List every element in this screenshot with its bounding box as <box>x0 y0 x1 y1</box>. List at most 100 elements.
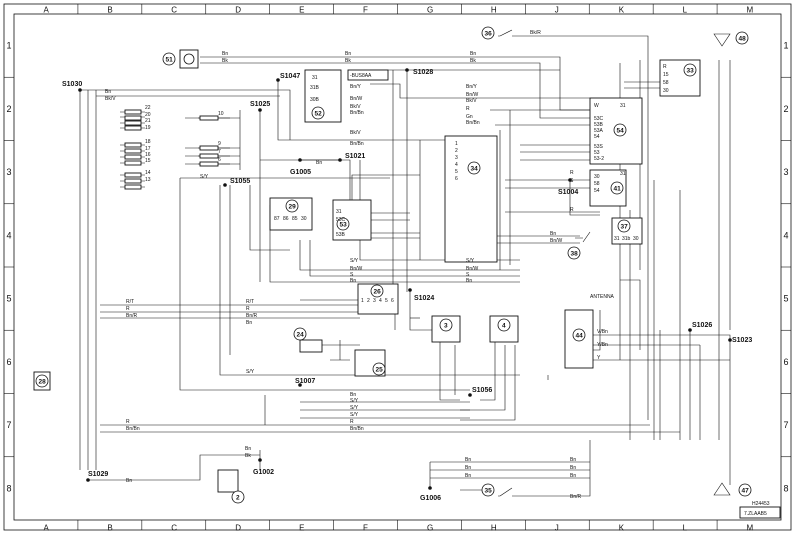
grid-letter: B <box>107 524 112 533</box>
wire-label: S/Y <box>246 369 255 375</box>
wire-label: Bn <box>550 231 556 237</box>
grid-number: 5 <box>784 294 789 304</box>
component-4: 4 <box>502 323 506 330</box>
pin-label: 18 <box>145 139 151 145</box>
wire-label: Bk <box>222 58 228 64</box>
pin-label: 31 <box>336 209 342 215</box>
reference-code-alt: 7.ZLAAB5 <box>744 511 767 517</box>
pin-label: 31 <box>312 75 318 81</box>
component-34: 34 <box>471 166 479 173</box>
pin-label: 30 <box>663 88 669 94</box>
wire-label: Bn/Bn <box>350 110 364 116</box>
grid-letter: K <box>619 524 625 533</box>
pin-label: 15 <box>145 158 151 164</box>
wire-label: Bk/R <box>530 30 541 36</box>
wire-label: Bn/Bn <box>466 120 480 126</box>
wire-label: Bn <box>316 160 322 166</box>
wire-label: Bn <box>465 457 471 463</box>
grid-letter: C <box>171 524 177 533</box>
grid-number: 7 <box>7 420 12 430</box>
wire-label: R <box>570 207 574 213</box>
component-26: 26 <box>374 289 382 296</box>
connector-s1007: S1007 <box>295 378 315 385</box>
grid-number: 5 <box>7 294 12 304</box>
pin-label: 87 <box>274 216 280 222</box>
component-33: 33 <box>687 68 695 75</box>
wire-label: Bn/R <box>570 494 582 500</box>
grid-letter: C <box>171 6 177 15</box>
pin-label: R <box>663 64 667 70</box>
wire-label: Bn/W <box>350 266 363 272</box>
wire-label: Y <box>597 355 601 361</box>
pin-label: 14 <box>145 170 151 176</box>
pin-label: 85 <box>292 216 298 222</box>
wire-label: Gn <box>466 114 473 120</box>
pin-label: 30 <box>301 216 307 222</box>
grid-letter: H <box>491 6 497 15</box>
component-48: 48 <box>739 36 747 43</box>
wire-label: S <box>466 272 470 278</box>
component-51: 51 <box>166 57 174 64</box>
pin-label: 31B <box>310 85 320 91</box>
grid-number: 7 <box>784 420 789 430</box>
wire-label: S/Y <box>350 412 359 418</box>
component-52: 52 <box>315 111 323 118</box>
wire-label: Bn/W <box>550 238 563 244</box>
wire-label: Bn <box>465 473 471 479</box>
pin-label: 3 <box>373 298 376 304</box>
wire-label: Bk/V <box>350 130 361 136</box>
component-25: 25 <box>376 367 384 374</box>
grid-number: 2 <box>784 104 789 114</box>
wire-label: R <box>126 306 130 312</box>
component-35: 35 <box>485 488 493 495</box>
wire-label: Bk/V <box>466 98 477 104</box>
connector-g1006: G1006 <box>420 495 441 502</box>
wire-label: Bk <box>345 58 351 64</box>
connector-labels: S1030 S1047 S1025 S1028 G1005 S1021 S105… <box>62 69 752 502</box>
wire-label: S/Y <box>350 258 359 264</box>
reference-block: H24453 7.ZLAAB5 <box>739 501 781 519</box>
pin-label: 58 <box>594 181 600 187</box>
grid-number: 8 <box>7 483 12 493</box>
component-2: 2 <box>236 495 240 502</box>
pin-label: 31b <box>622 236 631 242</box>
pin-label: 31 <box>620 103 626 109</box>
component-41: 41 <box>614 186 622 193</box>
wire-label: S/Y <box>466 258 475 264</box>
pin-label: 5 <box>455 169 458 175</box>
connector-g1005: G1005 <box>290 169 311 176</box>
grid-letter: M <box>747 6 754 15</box>
grid-number: 4 <box>7 230 12 240</box>
component-47: 47 <box>742 488 750 495</box>
grid-letter: B <box>107 6 112 15</box>
pin-label: 6 <box>391 298 394 304</box>
component-numbers: 51 36 48 33 52 54 34 41 29 53 37 38 26 2… <box>35 26 752 504</box>
wire-label: R <box>570 170 574 176</box>
connector-s1024: S1024 <box>414 295 434 302</box>
pin-label: 53C <box>594 116 604 122</box>
connector-s1004: S1004 <box>558 189 578 196</box>
wire-label: Bk/V <box>350 104 361 110</box>
pin-label: 15 <box>663 72 669 78</box>
grid-letter: G <box>427 6 433 15</box>
wire-label: Bn <box>570 457 576 463</box>
wire-label: Bn <box>222 51 228 57</box>
pin-label: 6 <box>218 157 221 163</box>
grid-letter: F <box>363 524 368 533</box>
component-29: 29 <box>289 204 297 211</box>
wire-label: S/Y <box>350 405 359 411</box>
wire-label: Bn <box>465 465 471 471</box>
pin-label: 6 <box>455 176 458 182</box>
pin-label: 5 <box>385 298 388 304</box>
wire-label: Bn <box>345 51 351 57</box>
pin-label: 53B <box>594 122 604 128</box>
pin-label: 58 <box>663 80 669 86</box>
pin-label: 54 <box>594 134 600 140</box>
grid-letter: A <box>43 6 49 15</box>
connector-g1002: G1002 <box>253 469 274 476</box>
pin-label: 53B <box>336 232 346 238</box>
wire-label: S/Y <box>200 174 209 180</box>
wire-label: Bn/W <box>350 96 363 102</box>
pin-label: 21 <box>145 118 151 124</box>
wire-label: Bn <box>246 320 252 326</box>
